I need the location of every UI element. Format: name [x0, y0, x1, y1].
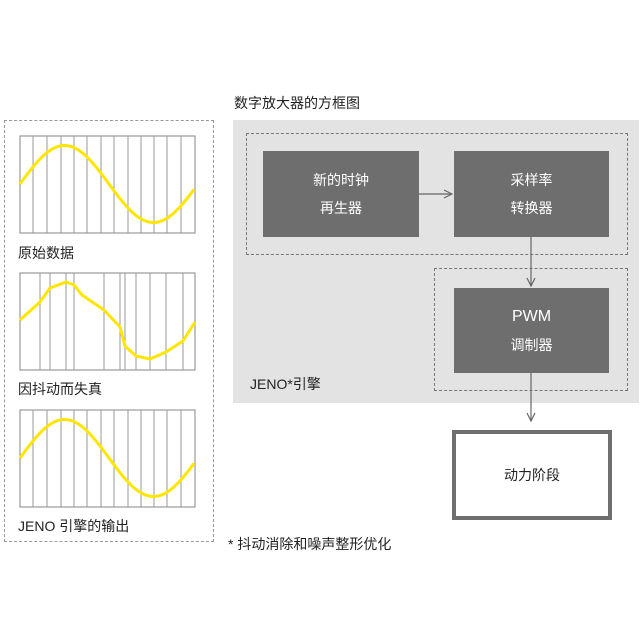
src-line2: 转换器	[510, 200, 553, 216]
clock-group-box	[246, 133, 628, 255]
pwm-line2: 调制器	[510, 336, 553, 353]
pwm-modulator-block: PWM 调制器	[454, 288, 609, 373]
power-stage-block: 动力阶段	[452, 430, 612, 520]
clock-regenerator-block: 新的时钟 再生器	[263, 151, 419, 237]
waveform-label-jitter: 因抖动而失真	[18, 381, 102, 397]
diagram-title: 数字放大器的方框图	[234, 95, 360, 111]
waveform-line	[18, 144, 196, 224]
waveform-label-original: 原始数据	[18, 245, 74, 261]
clock-line1: 新的时钟	[313, 172, 369, 188]
src-line1: 采样率	[510, 172, 553, 188]
waveform-label-output: JENO 引擎的输出	[18, 518, 130, 534]
pwm-line1: PWM	[511, 307, 552, 325]
clock-line2: 再生器	[320, 200, 362, 216]
waveform-line	[18, 280, 197, 361]
power-stage-label: 动力阶段	[504, 467, 560, 483]
waveform-panel	[4, 120, 214, 542]
waveform-line	[18, 418, 196, 498]
engine-label: JENO*引擎	[250, 376, 321, 392]
footnote: * 抖动消除和噪声整形优化	[228, 536, 392, 552]
sample-rate-converter-block: 采样率 转换器	[454, 151, 609, 237]
